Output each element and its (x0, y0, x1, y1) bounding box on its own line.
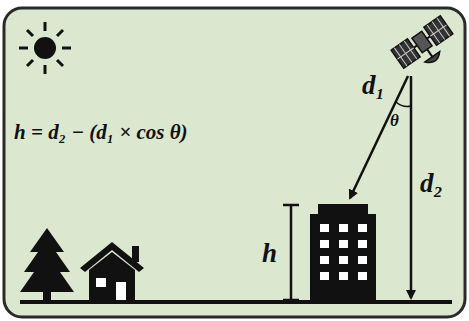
panel (4, 8, 465, 317)
height-bracket (283, 205, 299, 300)
formula-text: h = d₂ − (d₁ × cos θ) (14, 122, 188, 143)
building-icon (310, 204, 376, 302)
angle-arc (396, 102, 411, 107)
ground-line (20, 300, 452, 304)
tree-icon (20, 228, 74, 302)
satellite-icon (391, 16, 460, 78)
distance-label: d₁ (362, 72, 385, 99)
sun-icon (19, 22, 71, 74)
height-label: h (262, 240, 277, 267)
distance-label: d₂ (420, 170, 443, 197)
angle-label: θ (390, 112, 399, 129)
house-icon (80, 242, 144, 302)
nadir-range-line (410, 76, 413, 298)
